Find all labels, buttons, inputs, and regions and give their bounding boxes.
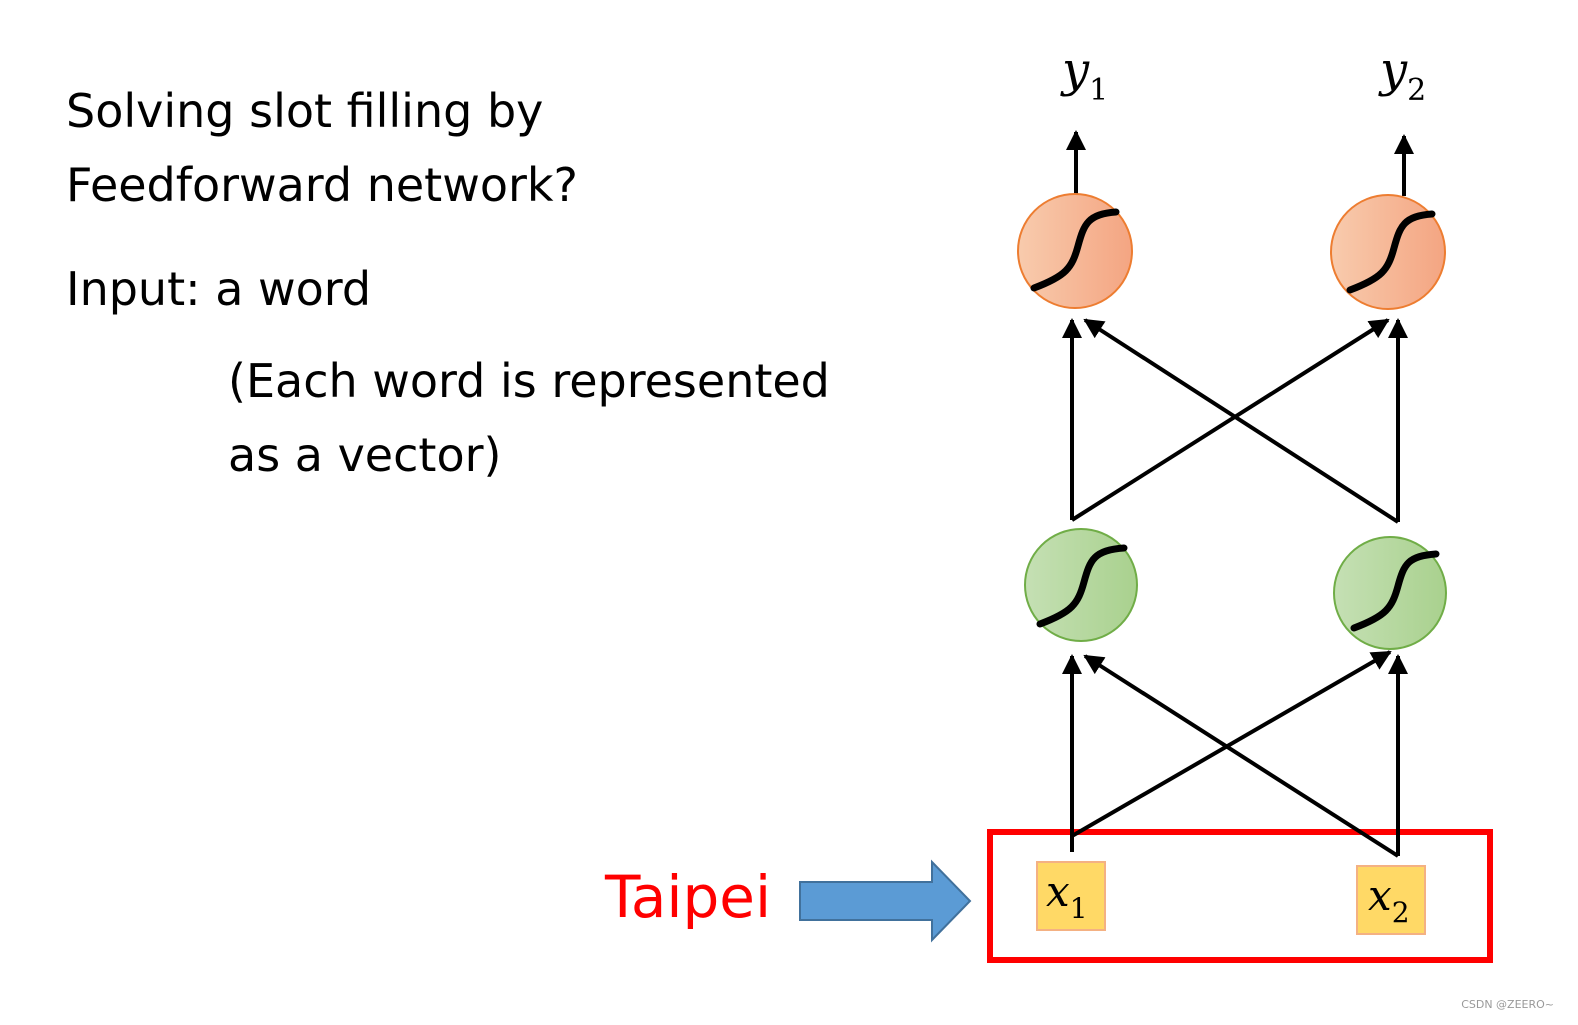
y2-symbol: y — [1378, 42, 1408, 98]
output-label-y2: y2 — [1378, 42, 1426, 108]
x2-symbol: x — [1368, 871, 1392, 920]
y1-index: 1 — [1089, 73, 1108, 108]
input-label: Input: a word — [66, 262, 372, 316]
input-note: (Each word is represented as a vector) — [228, 344, 830, 492]
watermark: CSDN @ZEERO~ — [1461, 998, 1554, 1011]
edge-x1-h2 — [1070, 650, 1392, 838]
input-node-x1: x1 — [1036, 861, 1106, 931]
hidden-neuron-1 — [1024, 528, 1138, 642]
title-line-1: Solving slot filling by — [66, 84, 544, 138]
input-word-taipei: Taipei — [605, 863, 772, 931]
sigmoid-icon — [1036, 544, 1128, 628]
block-arrow-icon — [799, 859, 972, 943]
y1-symbol: y — [1060, 42, 1090, 98]
input-highlight-box — [987, 829, 1493, 963]
edge-h2-o1 — [1083, 318, 1400, 524]
title-line-2: Feedforward network? — [66, 158, 578, 212]
hidden-neuron-2 — [1333, 536, 1447, 650]
edge-h1-o2 — [1070, 318, 1390, 522]
output-neuron-1 — [1017, 193, 1133, 309]
svg-text:x1: x1 — [1046, 867, 1088, 925]
edge-x2-h1 — [1083, 654, 1400, 858]
svg-text:x2: x2 — [1368, 871, 1410, 929]
x1-symbol: x — [1046, 867, 1070, 916]
sigmoid-icon — [1030, 208, 1120, 292]
input-node-x2: x2 — [1356, 865, 1426, 935]
y2-index: 2 — [1407, 73, 1426, 108]
x2-index: 2 — [1392, 896, 1410, 929]
sigmoid-icon — [1346, 210, 1436, 294]
note-line-2: as a vector) — [228, 428, 502, 482]
output-label-y1: y1 — [1060, 42, 1108, 108]
slide-title: Solving slot filling by Feedforward netw… — [66, 74, 578, 222]
sigmoid-icon — [1350, 550, 1440, 632]
note-line-1: (Each word is represented — [228, 354, 830, 408]
x1-index: 1 — [1070, 892, 1088, 925]
output-neuron-2 — [1330, 194, 1446, 310]
